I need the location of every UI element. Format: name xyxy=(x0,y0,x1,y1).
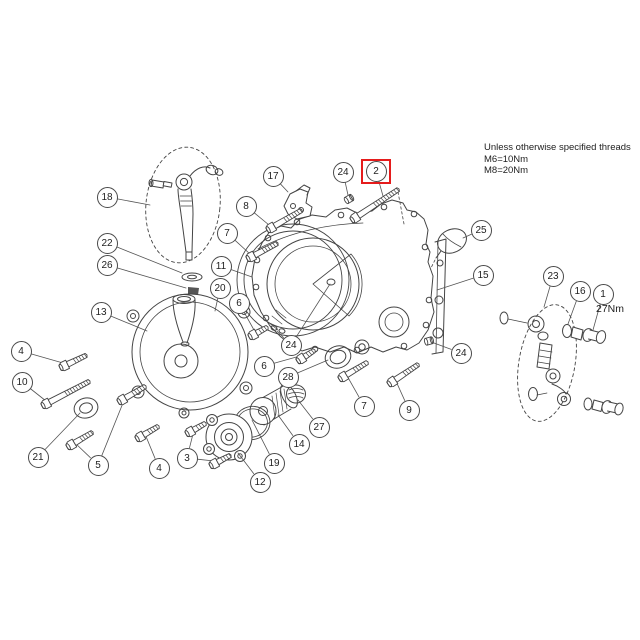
callout-7[interactable]: 7 xyxy=(216,222,238,244)
callout-4[interactable]: 4 xyxy=(10,340,32,362)
side-case xyxy=(431,238,447,355)
callout-24[interactable]: 24 xyxy=(280,334,302,356)
thread-spec-line1: Unless otherwise specified threads xyxy=(484,142,631,153)
banjo-bolt xyxy=(148,178,173,189)
oil-cap xyxy=(430,228,467,269)
callout-8[interactable]: 8 xyxy=(235,195,257,217)
thread-spec-line2: M6=10Nm xyxy=(484,153,529,165)
callout-28[interactable]: 28 xyxy=(277,366,299,388)
callout-23[interactable]: 23 xyxy=(542,265,564,287)
callout-21[interactable]: 21 xyxy=(27,446,49,468)
thread-spec-line3: M8=20Nm xyxy=(484,165,529,176)
callout-22[interactable]: 22 xyxy=(96,232,118,254)
callout-17[interactable]: 17 xyxy=(262,165,284,187)
union-fitting-top xyxy=(562,324,607,344)
callout-7[interactable]: 7 xyxy=(353,395,375,417)
shaft-seal xyxy=(73,397,99,419)
shaft-assembly xyxy=(499,304,577,422)
callout-27[interactable]: 27 xyxy=(308,416,330,438)
thread-spec-note: Unless otherwise specified threads M6=10… xyxy=(484,142,631,177)
callout-14[interactable]: 14 xyxy=(288,433,310,455)
callout-25[interactable]: 25 xyxy=(470,219,492,241)
bolts-and-nuts xyxy=(40,187,435,470)
oil-pipe xyxy=(175,164,224,261)
callout-19[interactable]: 19 xyxy=(263,452,285,474)
callout-12[interactable]: 12 xyxy=(249,471,271,493)
callout-4[interactable]: 4 xyxy=(148,457,170,479)
union-fitting-bottom xyxy=(583,397,624,416)
callout-2[interactable]: 2 xyxy=(365,160,387,182)
callout-24[interactable]: 24 xyxy=(450,342,472,364)
retaining-clip xyxy=(188,287,199,295)
callout-16[interactable]: 16 xyxy=(569,280,591,302)
callout-15[interactable]: 15 xyxy=(472,264,494,286)
callout-9[interactable]: 9 xyxy=(398,399,420,421)
torque-note: 27Nm xyxy=(596,303,625,315)
callout-20[interactable]: 20 xyxy=(209,277,231,299)
callout-10[interactable]: 10 xyxy=(11,371,33,393)
callout-24[interactable]: 24 xyxy=(332,161,354,183)
callout-13[interactable]: 13 xyxy=(90,301,112,323)
callout-11[interactable]: 11 xyxy=(210,255,232,277)
callout-5[interactable]: 5 xyxy=(87,454,109,476)
alignment-dashes xyxy=(397,191,405,225)
callout-26[interactable]: 26 xyxy=(96,254,118,276)
filter-cover xyxy=(203,413,253,462)
callout-18[interactable]: 18 xyxy=(96,186,118,208)
callout-6[interactable]: 6 xyxy=(228,292,250,314)
spring xyxy=(286,384,306,404)
seal-ring xyxy=(324,345,352,369)
callout-3[interactable]: 3 xyxy=(176,447,198,469)
oil-pipe-group-outline xyxy=(145,146,221,264)
washer xyxy=(181,272,203,282)
callout-1[interactable]: 1 xyxy=(592,283,614,305)
callout-6[interactable]: 6 xyxy=(253,355,275,377)
